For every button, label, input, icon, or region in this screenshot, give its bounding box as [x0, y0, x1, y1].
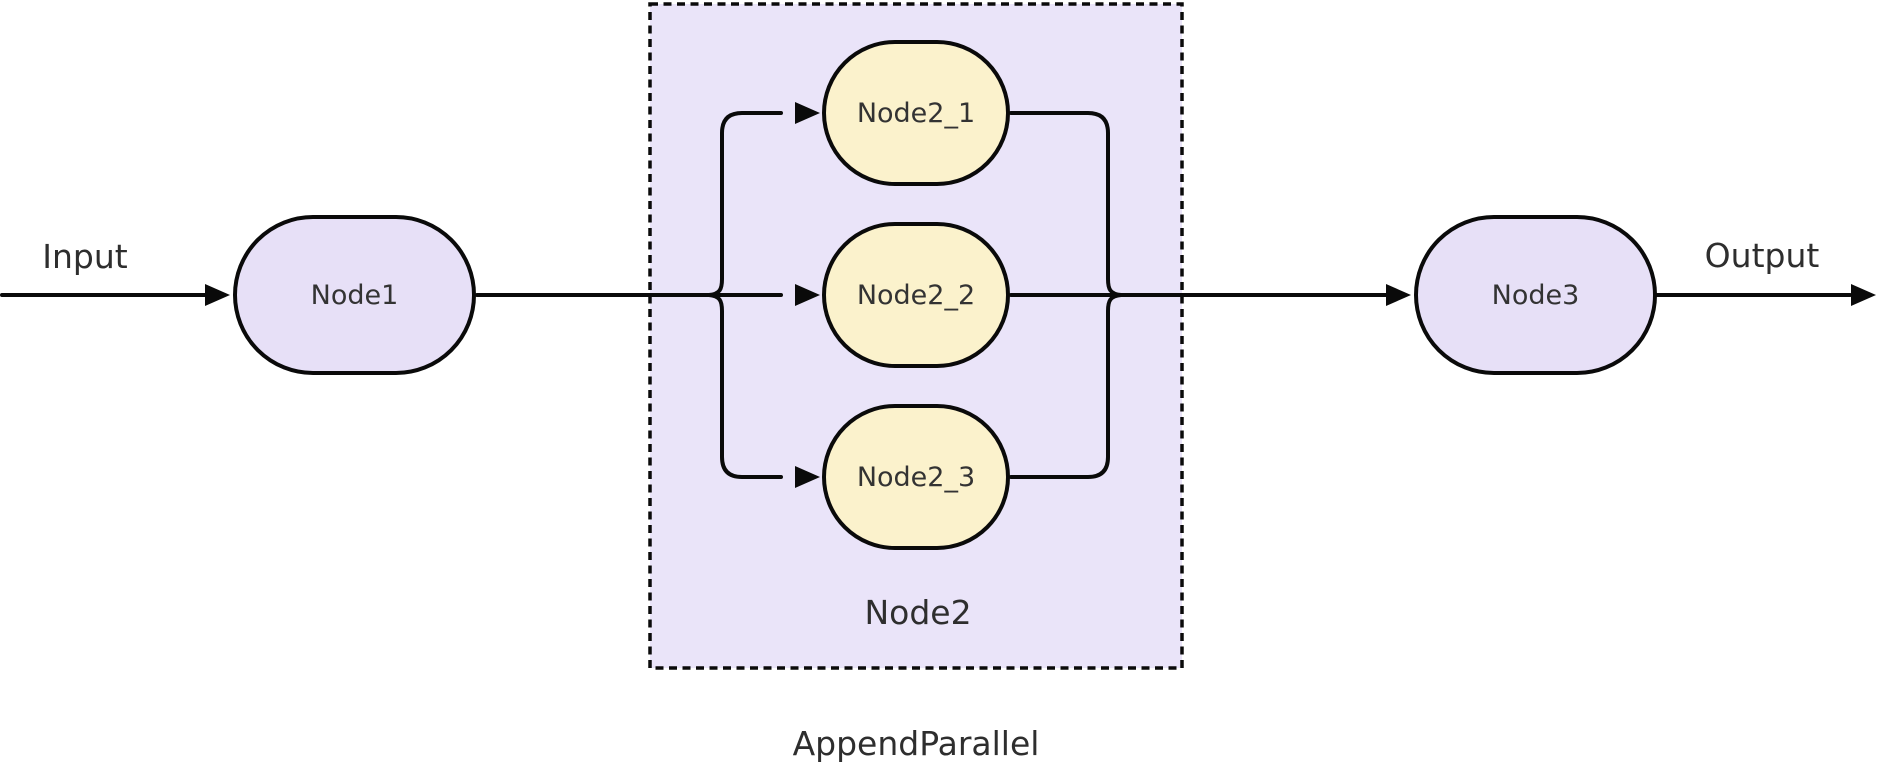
edge-fork-to-node2-1 [707, 111, 783, 297]
node-node2-2: Node2_2 [822, 222, 1010, 368]
group-caption: AppendParallel [792, 724, 1040, 763]
output-label: Output [1704, 236, 1820, 275]
node-node2-3-label: Node2_3 [856, 461, 976, 493]
node-node2-1-label: Node2_1 [856, 97, 976, 129]
input-label: Input [42, 237, 128, 276]
edge-fork-to-node2-3 [707, 293, 783, 479]
edge-node2-3-to-join [1009, 293, 1123, 479]
node-node3-label: Node3 [1491, 279, 1580, 311]
arrowhead-input [205, 284, 230, 306]
group-label: Node2 [864, 593, 972, 632]
node-node3: Node3 [1414, 215, 1657, 375]
node-node2-1: Node2_1 [822, 40, 1010, 186]
edge-node2-1-to-join [1009, 111, 1123, 297]
node-node1-label: Node1 [310, 279, 399, 311]
arrowhead-node2-1 [795, 102, 820, 124]
arrowhead-node3 [1386, 284, 1411, 306]
arrowhead-output [1851, 284, 1876, 306]
arrowhead-node2-2 [795, 284, 820, 306]
node-node1: Node1 [233, 215, 476, 375]
arrowhead-node2-3 [795, 466, 820, 488]
node-node2-3: Node2_3 [822, 404, 1010, 550]
node-node2-2-label: Node2_2 [856, 279, 976, 311]
